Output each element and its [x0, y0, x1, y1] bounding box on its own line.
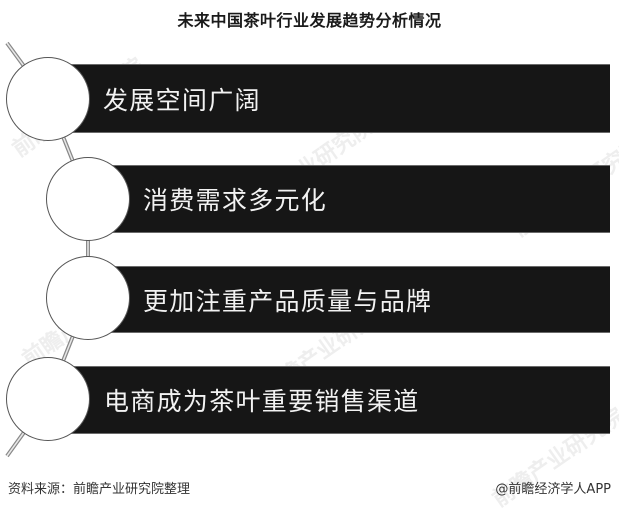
trend-circle-3: [46, 256, 130, 340]
trend-bar-3: 更加注重产品质量与品牌: [110, 267, 610, 332]
trend-circle-2: [46, 157, 130, 241]
trend-label-2: 消费需求多元化: [143, 186, 328, 215]
credit-note: @前瞻经济学人APP: [495, 482, 611, 497]
trend-label-3: 更加注重产品质量与品牌: [143, 286, 433, 316]
trend-bar-4: 电商成为茶叶重要销售渠道: [68, 367, 610, 433]
trend-circle-1: [6, 57, 90, 141]
trend-circle-4: [6, 357, 90, 441]
diagram-title: 未来中国茶叶行业发展趋势分析情况: [177, 11, 442, 30]
trend-bar-2: 消费需求多元化: [110, 166, 610, 232]
trend-bar-1: 发展空间广阔: [68, 65, 610, 132]
source-note: 资料来源：前瞻产业研究院整理: [8, 482, 191, 497]
trend-label-4: 电商成为茶叶重要销售渠道: [104, 387, 420, 416]
trend-label-1: 发展空间广阔: [103, 85, 261, 115]
